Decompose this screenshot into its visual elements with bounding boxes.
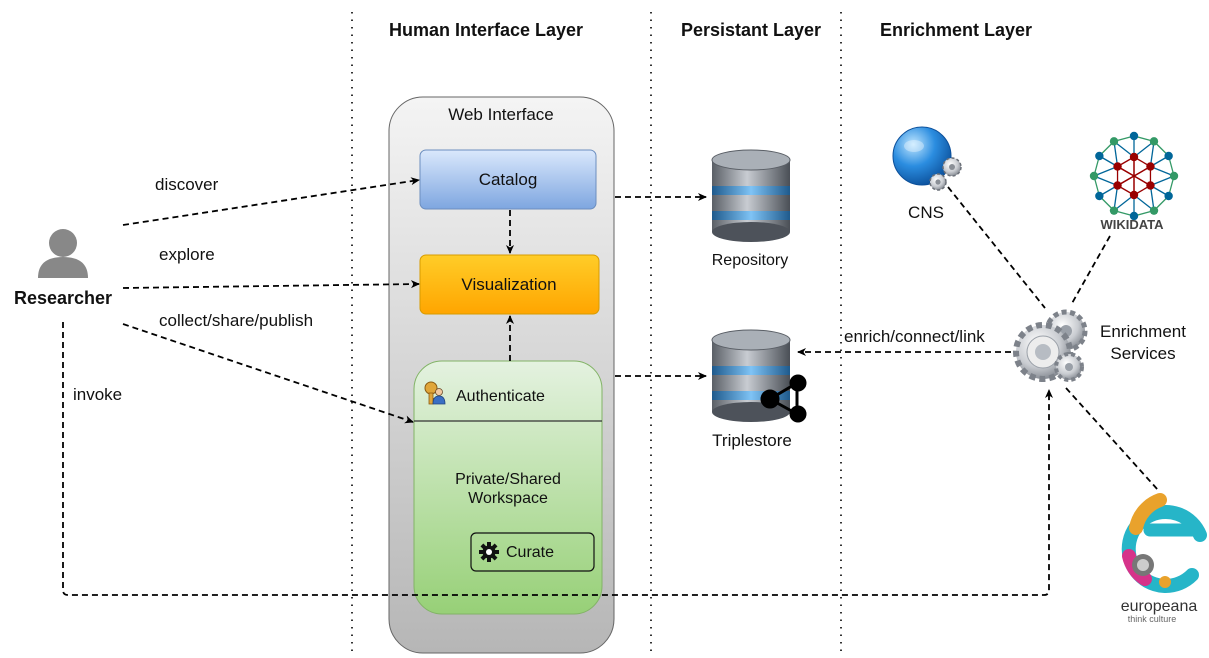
cns-link: [947, 186, 1046, 309]
graph-icon: [760, 374, 807, 423]
cns-service[interactable]: CNS: [892, 126, 962, 222]
catalog-label: Catalog: [479, 170, 538, 189]
workspace-container: [413, 360, 603, 615]
repository-database[interactable]: Repository: [711, 149, 791, 269]
discover-label: discover: [155, 175, 219, 194]
enrich-connect-link-label: enrich/connect/link: [844, 327, 985, 346]
authenticate-label: Authenticate: [456, 388, 545, 405]
europeana-wordmark: europeana: [1121, 598, 1198, 615]
explore-arrow[interactable]: [122, 280, 420, 289]
explore-label: explore: [159, 245, 215, 264]
researcher-label: Researcher: [14, 288, 112, 308]
user-icon: [38, 229, 88, 278]
curate-button[interactable]: Curate: [470, 532, 595, 572]
workspace-label-line1: Private/Shared: [455, 471, 561, 488]
database-icon: [711, 149, 791, 242]
workspace-label-line2: Workspace: [468, 490, 548, 507]
europeana-service[interactable]: europeana think culture: [1121, 493, 1207, 624]
invoke-arrow[interactable]: [62, 322, 1053, 596]
wikidata-service[interactable]: WIKIDATA: [1089, 131, 1179, 232]
persistent-layer-heading: Persistant Layer: [681, 20, 821, 40]
enrichment-services-line1: Enrichment: [1100, 322, 1186, 341]
curate-label: Curate: [506, 544, 554, 561]
gears-icon: [1013, 309, 1088, 382]
europeana-link: [1065, 387, 1159, 491]
connectors: [62, 177, 1159, 596]
enrichment-services[interactable]: Enrichment Services: [1013, 309, 1186, 382]
invoke-label: invoke: [73, 385, 122, 404]
cns-label: CNS: [908, 203, 944, 222]
wikidata-label: WIKIDATA: [1100, 217, 1164, 232]
collect-share-publish-label: collect/share/publish: [159, 311, 313, 330]
visualization-label: Visualization: [461, 275, 556, 294]
key-user-icon: [424, 381, 446, 405]
database-icon: [711, 329, 791, 422]
europeana-tagline: think culture: [1128, 614, 1177, 624]
web-interface-title: Web Interface: [448, 105, 554, 124]
collect-arrow[interactable]: [122, 323, 414, 424]
wikidata-link: [1070, 235, 1111, 306]
triplestore-label: Triplestore: [712, 431, 792, 450]
repository-label: Repository: [712, 252, 788, 269]
workspace-section: Private/Shared Workspace: [455, 471, 561, 507]
catalog-box[interactable]: Catalog: [419, 149, 597, 210]
authenticate-section[interactable]: Authenticate: [424, 381, 545, 405]
gear-icon: [479, 542, 499, 562]
europeana-logo: [1121, 493, 1207, 593]
researcher-actor[interactable]: Researcher: [14, 229, 112, 308]
enrichment-layer-heading: Enrichment Layer: [880, 20, 1032, 40]
triplestore-database[interactable]: Triplestore: [711, 329, 807, 450]
wikidata-network-icon: [1089, 131, 1179, 221]
visualization-box[interactable]: Visualization: [419, 254, 600, 315]
enrichment-services-line2: Services: [1110, 344, 1175, 363]
human-layer-heading: Human Interface Layer: [389, 20, 583, 40]
globe-gears-icon: [892, 126, 962, 191]
